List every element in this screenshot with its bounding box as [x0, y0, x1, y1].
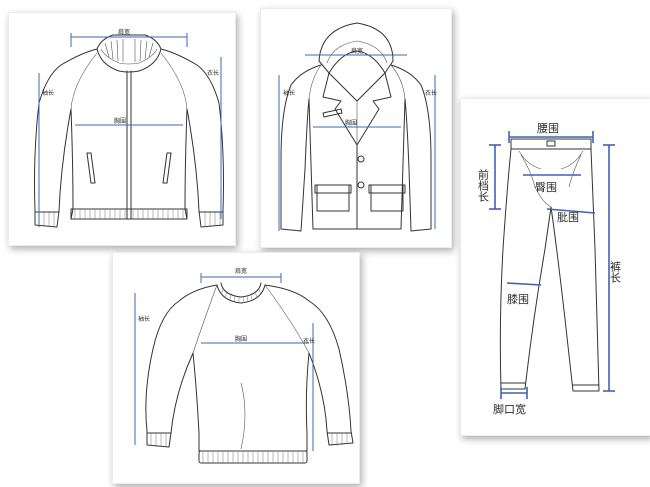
hem-label: 脚口宽	[493, 402, 526, 416]
knee-label: 膝围	[507, 293, 529, 306]
jacket-card: 肩宽 胸围 袖长 衣长	[8, 12, 236, 246]
chest-label: 胸围	[114, 117, 126, 125]
shoulder-label: 肩宽	[118, 28, 130, 36]
sweater-card: 肩宽 胸围 袖长 衣长	[112, 252, 360, 484]
pants-diagram: 腰围 臀围 肶围 膝围 脚口宽 前档长 裤长	[477, 122, 622, 416]
length-label: 裤长	[609, 260, 622, 283]
waist-label: 腰围	[537, 122, 559, 135]
chest-label: 胸围	[235, 335, 247, 343]
shoulder-label: 肩宽	[351, 47, 363, 55]
length-label: 衣长	[303, 337, 315, 345]
pants-card: 腰围 臀围 肶围 膝围 脚口宽 前档长 裤长	[460, 98, 650, 436]
length-label: 衣长	[207, 69, 219, 77]
sleeve-label: 袖长	[283, 89, 295, 97]
sweater-diagram: 肩宽 胸围 袖长 衣长	[134, 267, 354, 464]
sleeve-label: 袖长	[42, 89, 54, 97]
front-rise-label: 前档长	[477, 168, 490, 202]
jacket-diagram: 肩宽 胸围 袖长 衣长	[34, 28, 224, 228]
hip-label: 臀围	[535, 181, 557, 194]
thigh-label: 肶围	[557, 211, 579, 224]
shoulder-label: 肩宽	[235, 267, 247, 275]
chest-label: 胸围	[345, 119, 357, 127]
sleeve-label: 袖长	[138, 315, 150, 323]
blazer-card: 肩宽 胸围 袖长 衣长	[260, 8, 452, 248]
blazer-diagram: 肩宽 胸围 袖长 衣长	[278, 22, 437, 232]
length-label: 衣长	[425, 89, 437, 97]
